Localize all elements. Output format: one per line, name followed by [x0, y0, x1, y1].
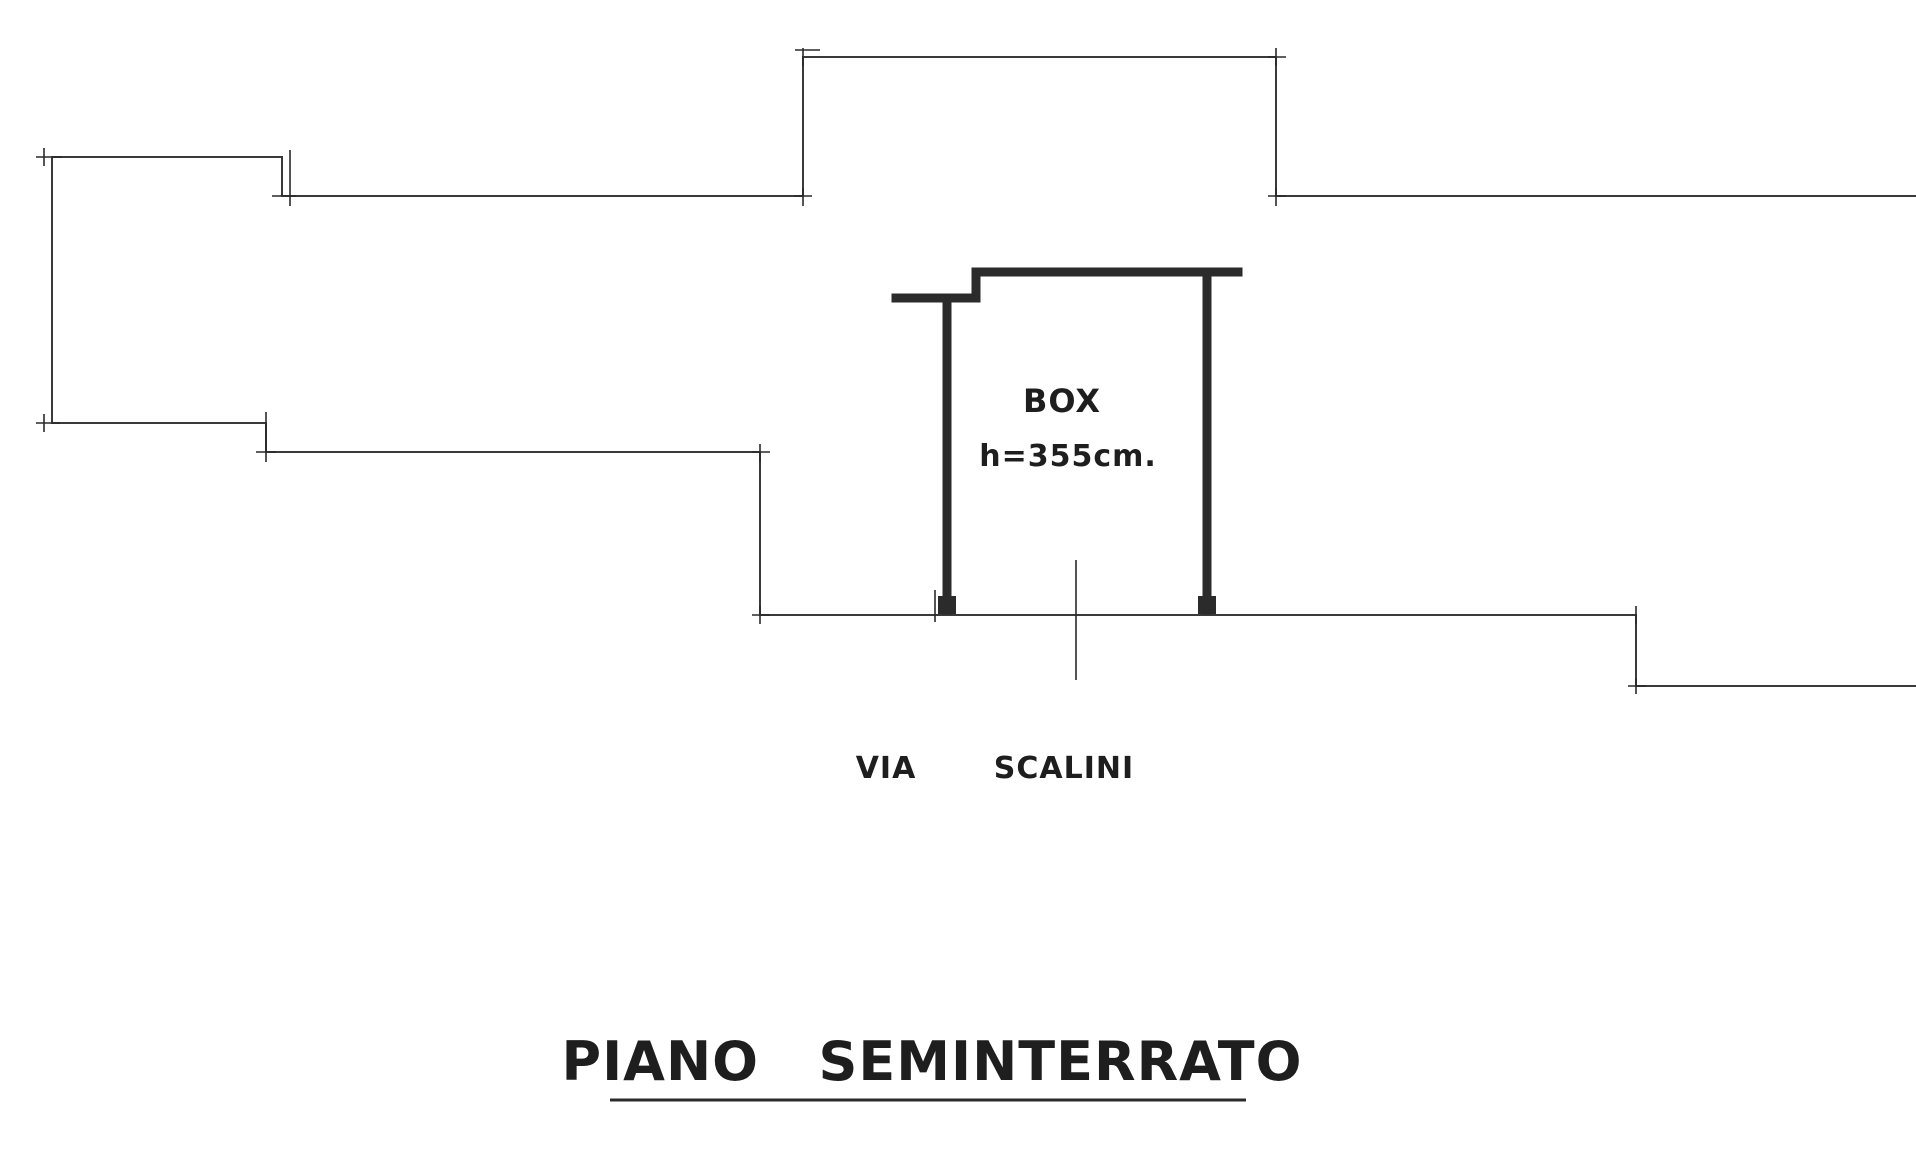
box-wall-left-foot [938, 596, 956, 614]
box-room-walls [891, 267, 1243, 622]
floor-title: PIANO SEMINTERRATO [562, 1030, 1303, 1093]
box-wall-top [891, 267, 1243, 303]
street-label: VIA [856, 751, 917, 786]
box-wall-right-foot [1198, 596, 1216, 614]
steps-label: SCALINI [994, 751, 1134, 786]
building-outline [51, 56, 1916, 687]
outline-top-block [281, 56, 1916, 197]
room-label: BOX [1023, 382, 1101, 420]
room-height-label: h=355cm. [979, 439, 1157, 474]
corner-ticks [36, 48, 1646, 694]
